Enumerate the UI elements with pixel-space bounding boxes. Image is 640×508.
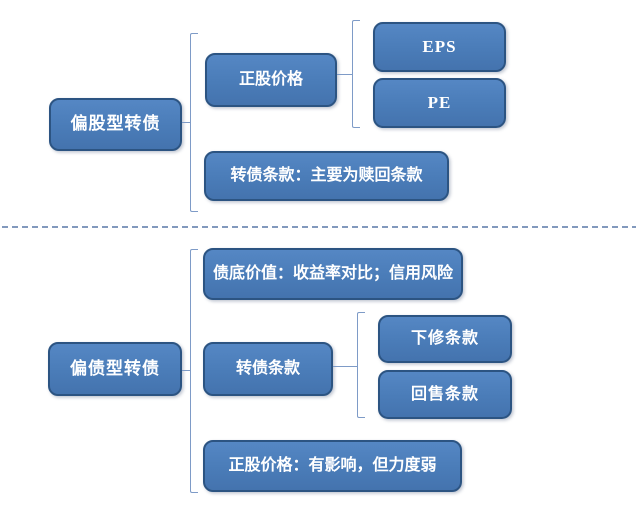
node-bond-terms-redemption: 转债条款：主要为赎回条款 — [204, 151, 449, 201]
node-put-back-clause: 回售条款 — [378, 370, 512, 419]
node-debt-biased-convertible: 偏债型转债 — [48, 342, 182, 396]
bracket-equity-children — [190, 33, 198, 212]
bracket-debt-children — [190, 249, 198, 493]
node-stock-price: 正股价格 — [205, 53, 337, 107]
section-divider-dashed-line — [2, 226, 636, 228]
node-eps: EPS — [373, 22, 506, 72]
node-bond-floor-value: 债底价值：收益率对比；信用风险 — [203, 248, 463, 300]
connector-equity-parent — [182, 122, 190, 123]
node-stock-price-weak-influence: 正股价格：有影响，但力度弱 — [203, 440, 462, 492]
node-equity-biased-convertible: 偏股型转债 — [49, 98, 182, 151]
node-pe: PE — [373, 78, 506, 128]
node-downward-revision-clause: 下修条款 — [378, 315, 512, 363]
connector-debt-parent — [182, 370, 190, 371]
bracket-stock-price-children — [352, 20, 360, 128]
node-bond-terms: 转债条款 — [203, 342, 333, 396]
connector-stock-price — [337, 74, 352, 75]
bracket-bond-terms-children — [357, 312, 365, 418]
connector-bond-terms — [333, 366, 357, 367]
